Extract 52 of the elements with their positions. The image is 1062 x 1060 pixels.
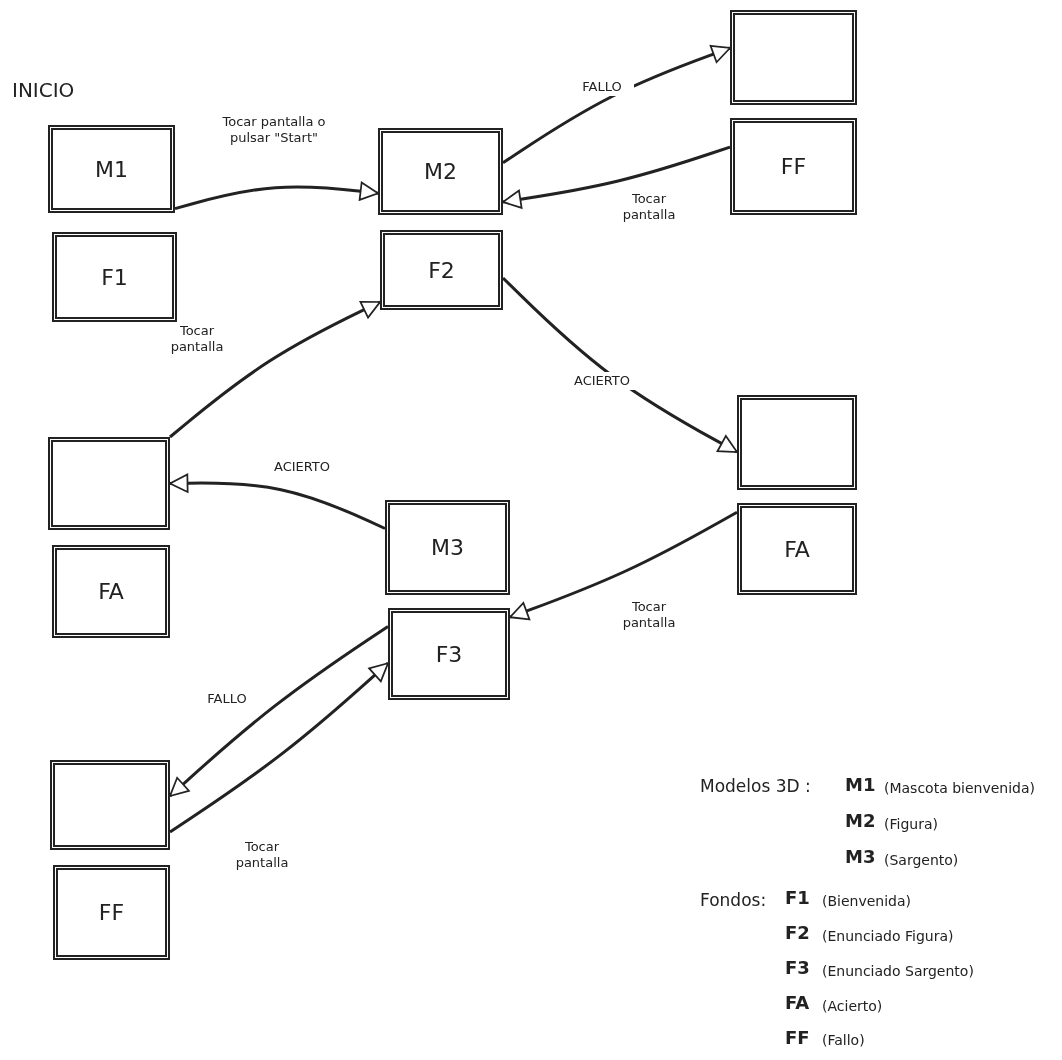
legend-code: FF <box>785 1027 810 1048</box>
arrow <box>502 145 731 209</box>
legend-heading: Modelos 3D : <box>700 776 811 796</box>
screen-label: M1 <box>95 156 128 182</box>
arrow <box>169 473 386 530</box>
screen-label: M3 <box>431 535 464 560</box>
empty-screen-box <box>50 760 170 850</box>
screen-box <box>385 500 510 595</box>
screen-label: F2 <box>428 257 455 283</box>
legend-code: M1 <box>845 774 876 795</box>
arrow <box>169 662 389 834</box>
legend-description: (Enunciado Figura) <box>822 928 954 944</box>
arrow <box>174 181 379 211</box>
screen-box <box>52 232 177 322</box>
legend-description: (Fallo) <box>822 1032 865 1048</box>
empty-screen-box <box>730 10 857 105</box>
screen-label: FF <box>780 154 807 179</box>
legend-description: (Bienvenida) <box>822 893 912 909</box>
legend-description: (Mascota bienvenida) <box>884 780 1036 796</box>
screen-label: F3 <box>435 641 463 667</box>
arrow <box>169 300 381 439</box>
arrow <box>509 510 738 621</box>
screen-label: FF <box>98 900 125 925</box>
screen-label: FA <box>98 579 124 604</box>
legend-code: M2 <box>845 810 876 831</box>
screen-box <box>380 230 503 310</box>
screen-label: M2 <box>424 159 457 184</box>
screen-box <box>378 128 503 215</box>
empty-screen-box <box>48 437 170 530</box>
screen-label: F1 <box>101 264 128 290</box>
legend-code: M3 <box>845 846 876 867</box>
screen-label: FA <box>784 536 810 562</box>
empty-screen-box <box>737 395 857 490</box>
arrow <box>169 625 389 798</box>
screen-box <box>737 503 857 595</box>
legend-description: (Acierto) <box>822 998 883 1014</box>
legend-code: FA <box>785 992 810 1013</box>
screen-box <box>52 545 170 638</box>
arrow <box>501 276 738 454</box>
screen-box <box>53 865 170 960</box>
legend-code: F1 <box>785 887 810 908</box>
legend-code: F2 <box>785 922 810 943</box>
arrow <box>502 44 731 165</box>
legend-code: F3 <box>785 957 810 978</box>
screen-box <box>388 608 510 700</box>
legend-description: (Figura) <box>884 816 938 832</box>
legend-description: (Sargento) <box>884 852 959 868</box>
start-label: INICIO <box>12 78 75 102</box>
screen-box <box>730 118 857 215</box>
screen-box <box>48 125 175 213</box>
legend-description: (Enunciado Sargento) <box>822 963 974 979</box>
legend-heading: Fondos: <box>700 890 767 910</box>
